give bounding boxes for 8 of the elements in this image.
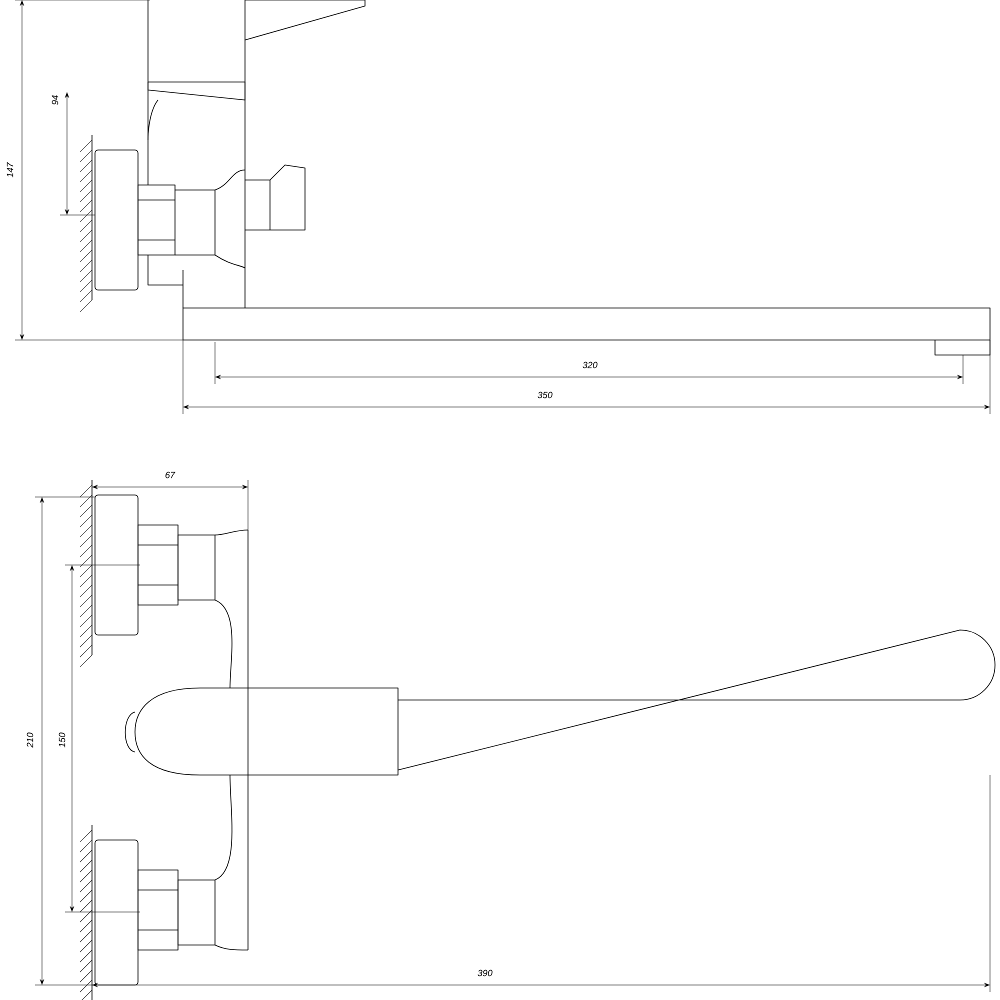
dimension-label: 94 — [52, 95, 58, 105]
dimension-label: 350 — [538, 392, 552, 398]
dimension-label: 150 — [58, 732, 66, 748]
dimension-label: 320 — [582, 362, 598, 368]
dimension-label: 390 — [478, 970, 492, 976]
dimension-label: 210 — [26, 732, 34, 748]
dimension-label: 67 — [165, 472, 176, 478]
dimension-label: 147 — [6, 162, 14, 178]
